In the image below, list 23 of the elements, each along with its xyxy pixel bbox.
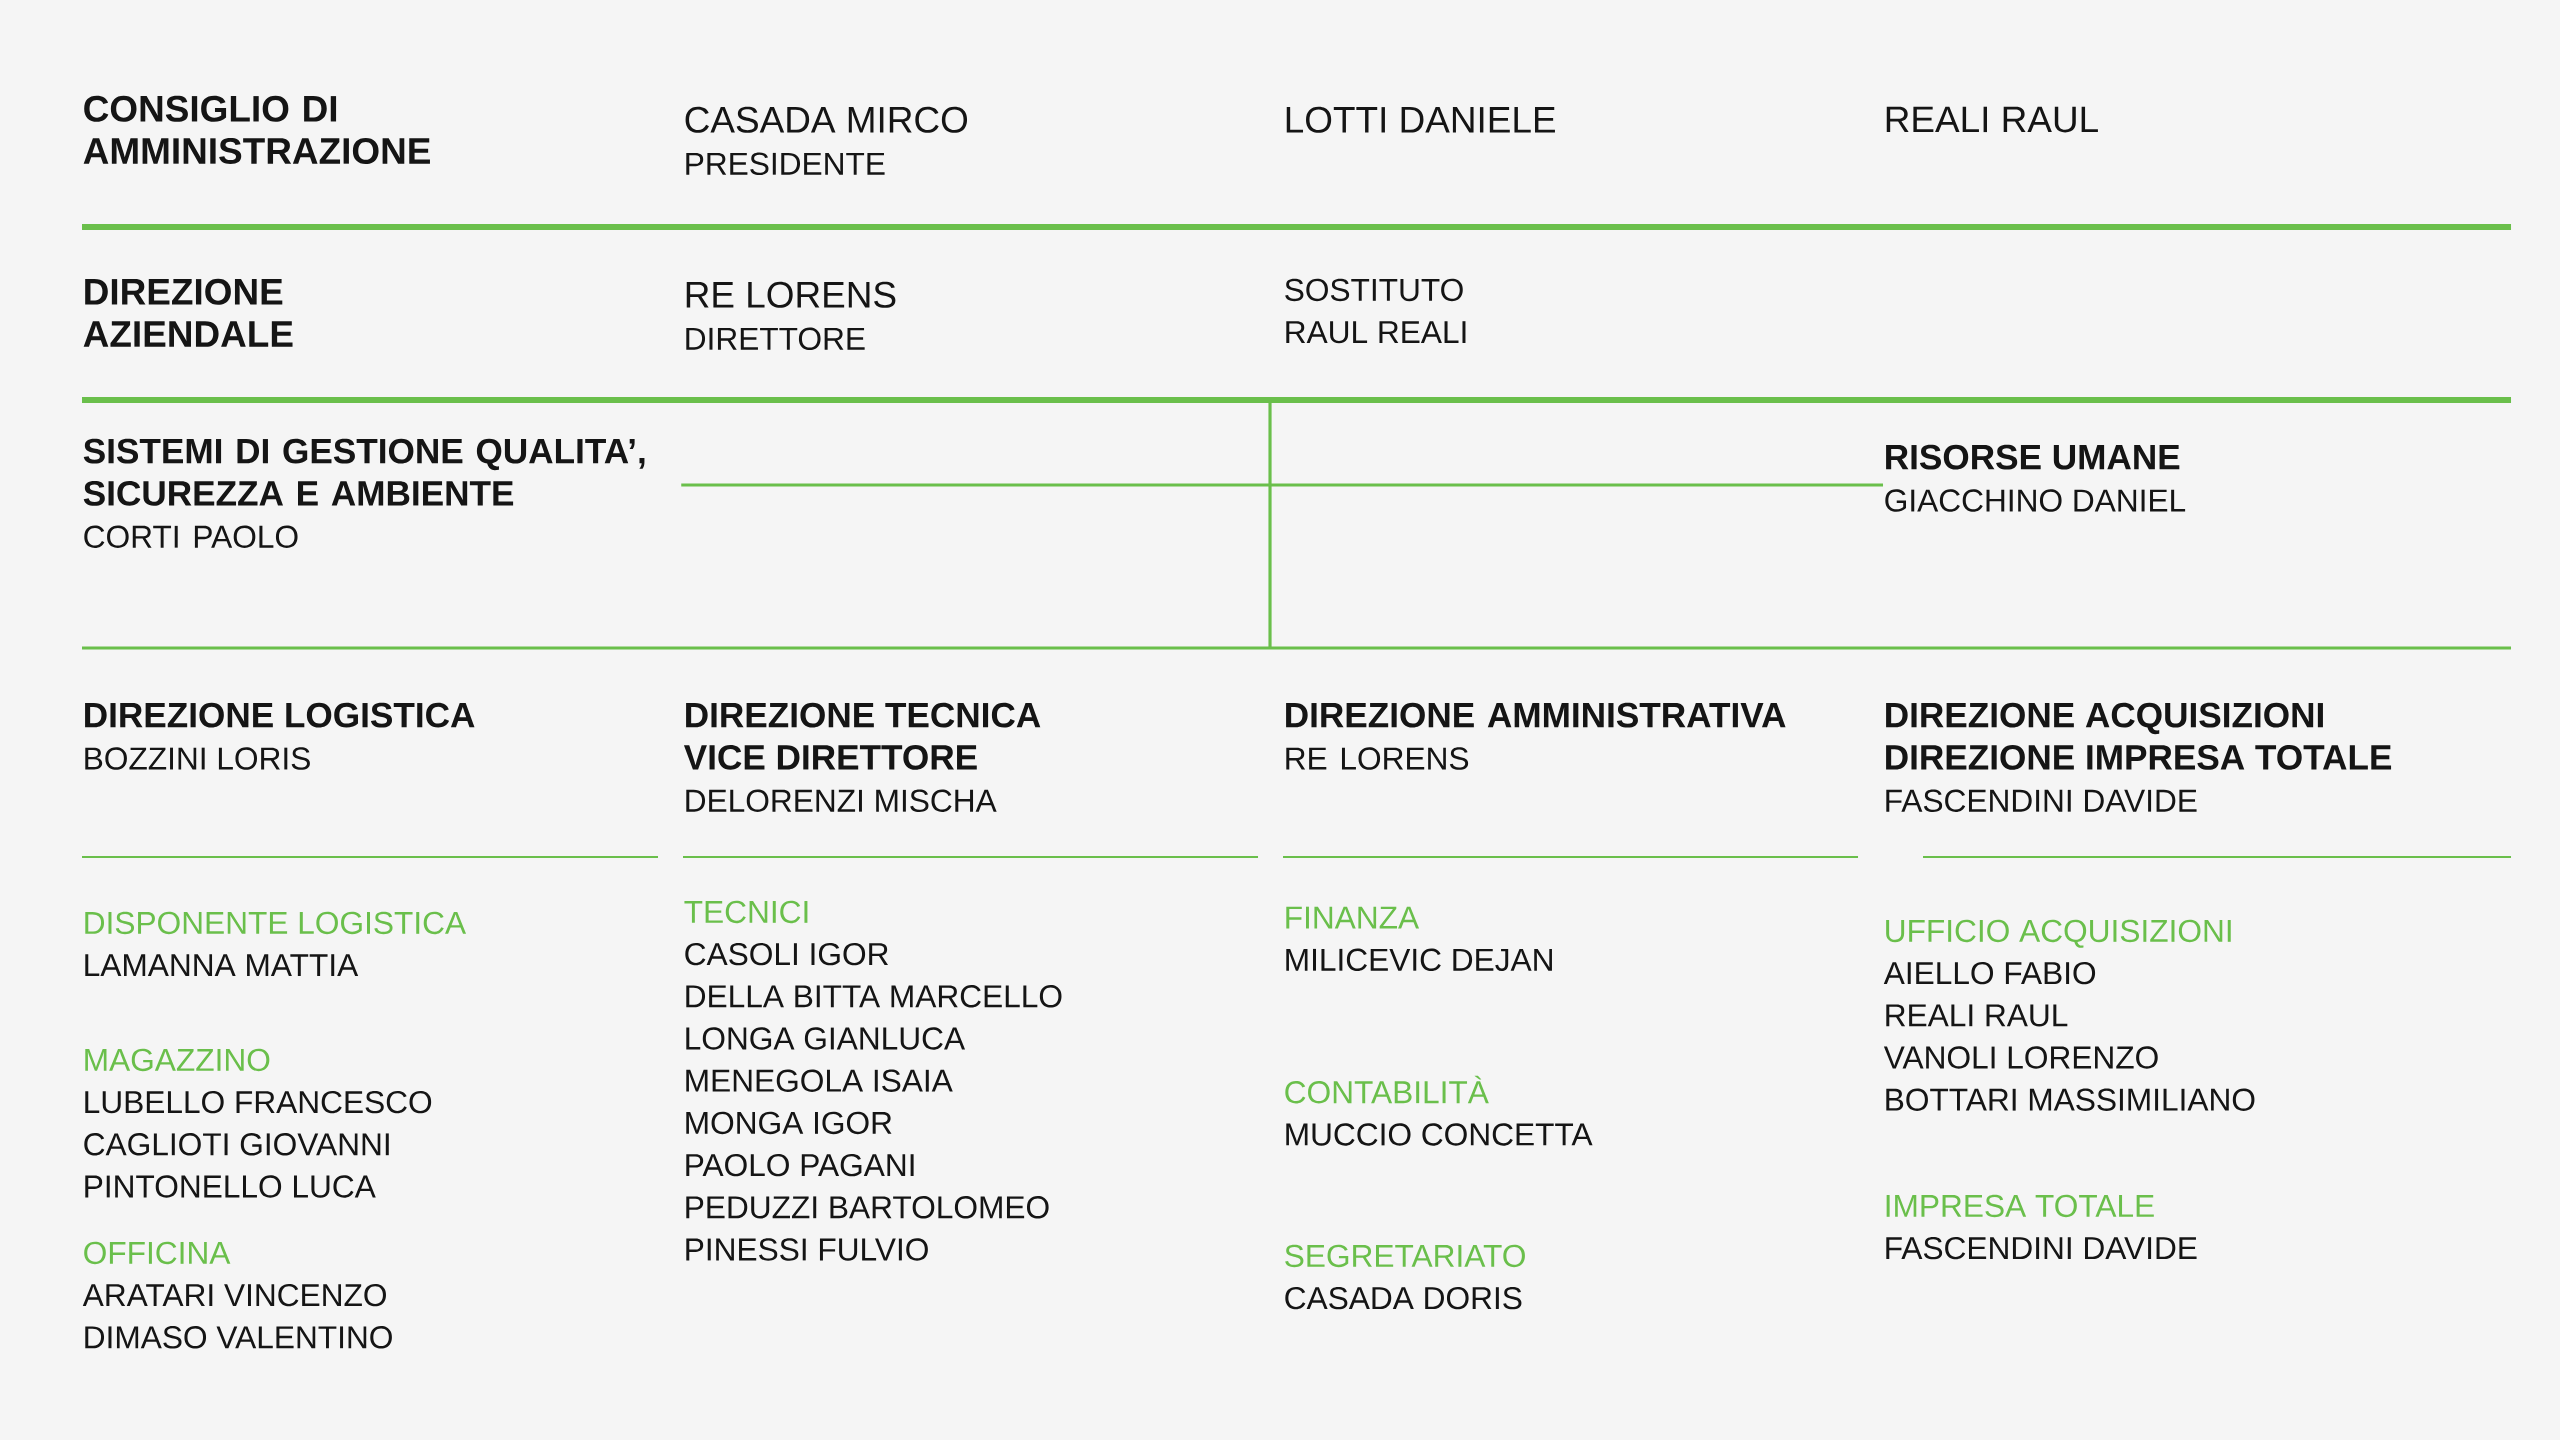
person-entry: RE LORENS DIRETTORE xyxy=(686,281,896,350)
team-entry: SEGRETARIATO CASADA DORIS xyxy=(1285,1244,1525,1310)
team-entry: CONTABILITÀ MUCCIO CONCETTA xyxy=(1285,1075,1593,1146)
team-entry: DISPONENTE LOGISTICA LAMANNA MATTIA xyxy=(85,911,467,976)
section-heading: DIREZIONE AZIENDALE xyxy=(83,278,293,347)
unit-entry: DIREZIONE ACQUISIZIONI DIREZIONE IMPRESA TOTALE FASCENDINI DAVIDE xyxy=(1886,702,2392,812)
team-entry: OFFICINA ARATARI VINCENZO DIMASO VALENTINO xyxy=(82,1241,392,1349)
person-entry: REALI RAUL xyxy=(1886,106,2098,133)
team-entry: FINANZA MILICEVIC DEJAN xyxy=(1286,906,1552,971)
unit-entry: DIREZIONE LOGISTICA BOZZINI LORIS xyxy=(85,702,475,770)
unit-entry: DIREZIONE TECNICA VICE DIRETTORE DELORENZI MISCHA xyxy=(683,702,1041,812)
team-entry: UFFICIO ACQUISIZIONI AIELLO FABIO REALI RAUL VANOLI LORENZO BOTTARI MASSIMILIANO xyxy=(1883,919,2255,1111)
person-entry: CASADA MIRCO PRESIDENTE xyxy=(685,106,968,175)
team-entry: MAGAZZINO LUBELLO FRANCESCO CAGLIOTI GIOVANNI PINTONELLO LUCA xyxy=(84,1048,432,1198)
person-entry: LOTTI DANIELE xyxy=(1286,106,1555,133)
unit-entry: RISORSE UMANE GIACCHINO DANIEL xyxy=(1885,444,2186,512)
unit-entry: DIREZIONE AMMINISTRATIVA RE LORENS xyxy=(1286,702,1786,770)
connector-line xyxy=(681,483,1883,487)
team-entry: TECNICI CASOLI IGOR DELLA BITTA MARCELLO LONGA GIANLUCA MENEGOLA ISAIA MONGA IGOR PAOLO PAGANI PEDUZZI BARTOLOMEO PINESSI FULVIO xyxy=(684,900,1062,1261)
section-heading: CONSIGLIO DI AMMINISTRAZIONE xyxy=(83,95,430,165)
team-entry: IMPRESA TOTALE FASCENDINI DAVIDE xyxy=(1886,1194,2197,1260)
unit-entry: SISTEMI DI GESTIONE QUALITA’, SICUREZZA E AMBIENTE CORTI PAOLO xyxy=(83,438,645,548)
person-entry: SOSTITUTO RAUL REALI xyxy=(1285,278,1466,344)
